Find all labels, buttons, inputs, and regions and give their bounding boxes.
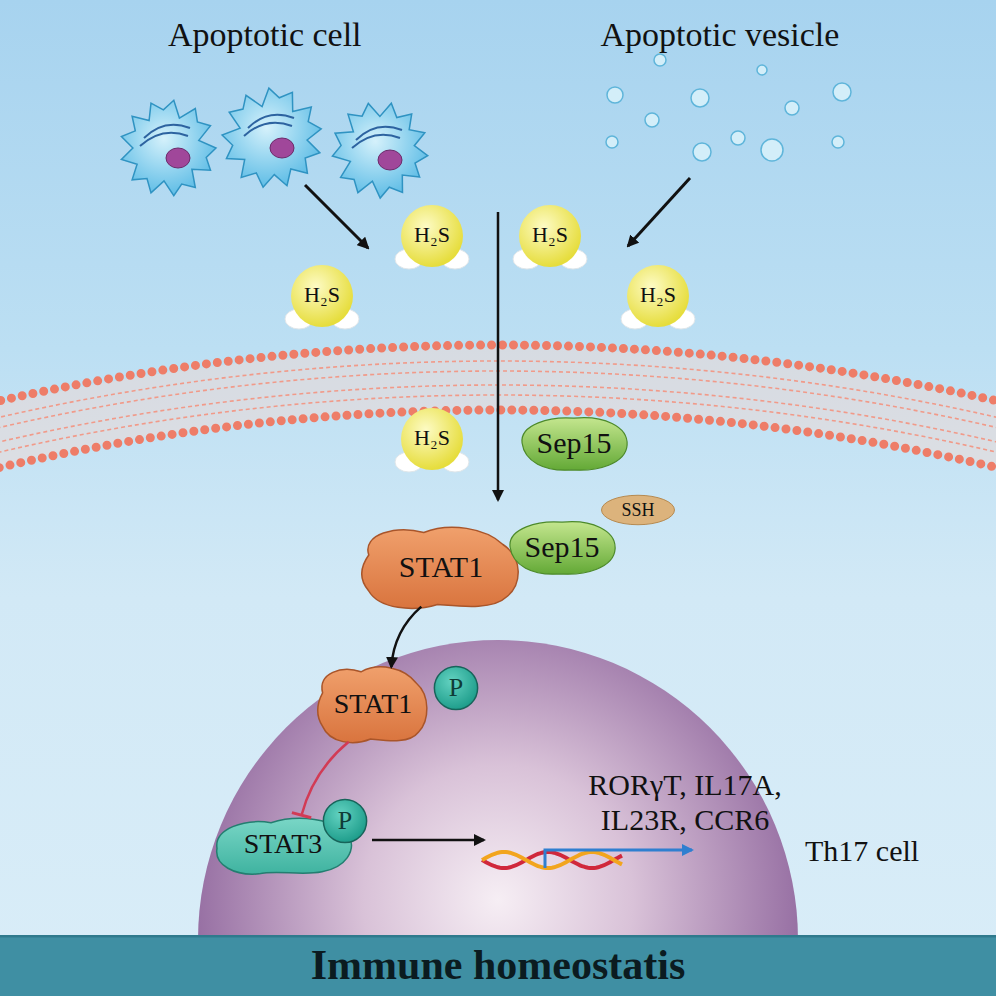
section-label: Apoptotic vesicle <box>601 16 840 54</box>
dna-strand <box>482 852 622 868</box>
chromatin-strand <box>144 125 190 138</box>
h2s-molecule: H₂S <box>394 405 470 481</box>
h2s-molecule: H₂S <box>284 262 360 338</box>
text-holder: STAT1 <box>313 662 433 746</box>
vesicle <box>833 83 851 101</box>
stat1-protein: STAT1 <box>355 522 527 612</box>
vesicle <box>731 131 745 145</box>
apoptotic-cells <box>121 88 427 198</box>
text-holder: STAT1 <box>355 522 527 612</box>
stat3-protein-text: STAT3 <box>244 828 323 860</box>
lipid-tails <box>0 361 996 996</box>
text-holder: SSH <box>600 494 676 526</box>
text-holder: Sep15 <box>503 516 621 578</box>
lipid-tails <box>0 371 996 996</box>
translocation-arrow <box>391 607 421 667</box>
stat1-protein: STAT1 <box>313 662 433 746</box>
flow-arrow <box>628 178 690 246</box>
vesicle <box>785 101 799 115</box>
h2s-molecule-text: H₂S <box>414 222 450 247</box>
persulfide-tag: SSH <box>600 494 676 526</box>
cell-membrane <box>0 345 996 996</box>
sep15-protein: Sep15 <box>515 412 633 474</box>
inhibition-line <box>292 742 349 818</box>
activation-arrow <box>372 839 484 842</box>
phosphate-circle: P <box>433 665 479 711</box>
text-holder: Sep15 <box>515 412 633 474</box>
inhibition-line-path <box>302 742 349 815</box>
vesicle <box>691 89 709 107</box>
text-holder: H₂S <box>620 262 696 338</box>
h2s-molecule-text: H₂S <box>640 282 676 307</box>
vesicle <box>606 136 618 148</box>
text-holder: P <box>433 665 479 711</box>
membrane-band <box>0 378 996 996</box>
nucleus: RORγT, IL17A, IL23R, CCR6STAT1PSTAT3P <box>198 640 798 935</box>
vesicle <box>607 87 623 103</box>
phosphate-circle: P <box>322 798 368 844</box>
vesicle <box>761 139 783 161</box>
apoptotic-vesicles <box>606 54 851 161</box>
text-holder: H₂S <box>394 202 470 278</box>
h2s-molecule-text: H₂S <box>532 222 568 247</box>
cell-nucleus <box>166 148 190 168</box>
h2s-molecule: H₂S <box>394 202 470 278</box>
apoptotic-cell <box>222 88 321 187</box>
apoptotic-cell <box>121 100 216 195</box>
chromatin-strand <box>356 127 402 140</box>
lipid-heads <box>0 345 996 996</box>
translocation-arrow-path <box>391 607 421 667</box>
footer-band: Immune homeostatis <box>0 935 996 996</box>
lipid-tails <box>0 395 996 996</box>
apoptotic-cell <box>332 103 427 198</box>
sep15-protein-text: Sep15 <box>525 530 600 565</box>
cell-nucleus <box>378 150 402 170</box>
chromatin-strand <box>352 135 400 148</box>
vesicle <box>654 54 666 66</box>
chromatin-strand <box>244 123 292 136</box>
stat1-protein-text: STAT1 <box>399 550 483 585</box>
h2s-molecule: H₂S <box>620 262 696 338</box>
chromatin-strand <box>140 133 188 146</box>
text-holder: H₂S <box>512 202 588 278</box>
vesicle <box>693 143 711 161</box>
h2s-molecule-text: H₂S <box>414 425 450 450</box>
h2s-molecule-text: H₂S <box>304 282 340 307</box>
h2s-molecule: H₂S <box>512 202 588 278</box>
sep15-protein: Sep15 <box>503 516 621 578</box>
flow-arrow <box>305 185 368 248</box>
phosphate-circle-text: P <box>449 673 463 703</box>
vesicle <box>645 113 659 127</box>
phosphate-circle-text: P <box>338 806 352 836</box>
vesicle <box>757 65 767 75</box>
nucleus-text: RORγT, IL17A, IL23R, CCR6 <box>575 768 795 837</box>
section-label: Apoptotic cell <box>168 16 362 54</box>
text-holder: P <box>322 798 368 844</box>
inhibition-bar <box>292 813 311 818</box>
chromatin-strand <box>248 115 294 128</box>
text-holder: Immune homeostatis <box>0 935 996 996</box>
flow-arrow <box>497 212 500 500</box>
sep15-protein-text: Sep15 <box>537 426 612 461</box>
text-holder: H₂S <box>284 262 360 338</box>
lipid-heads <box>0 410 996 996</box>
text-holder: RORγT, IL17A, IL23R, CCR6 <box>575 768 795 837</box>
transcription-arrow <box>545 850 692 868</box>
dna-strand <box>482 852 622 868</box>
cell-nucleus <box>270 138 294 158</box>
stat1-protein-text: STAT1 <box>334 688 413 720</box>
text-holder: H₂S <box>394 405 470 481</box>
cell-type-label: Th17 cell <box>805 834 919 868</box>
persulfide-tag-text: SSH <box>621 500 654 521</box>
lipid-tails <box>0 385 996 996</box>
vesicle <box>832 136 844 148</box>
footer-band-text: Immune homeostatis <box>311 941 686 989</box>
